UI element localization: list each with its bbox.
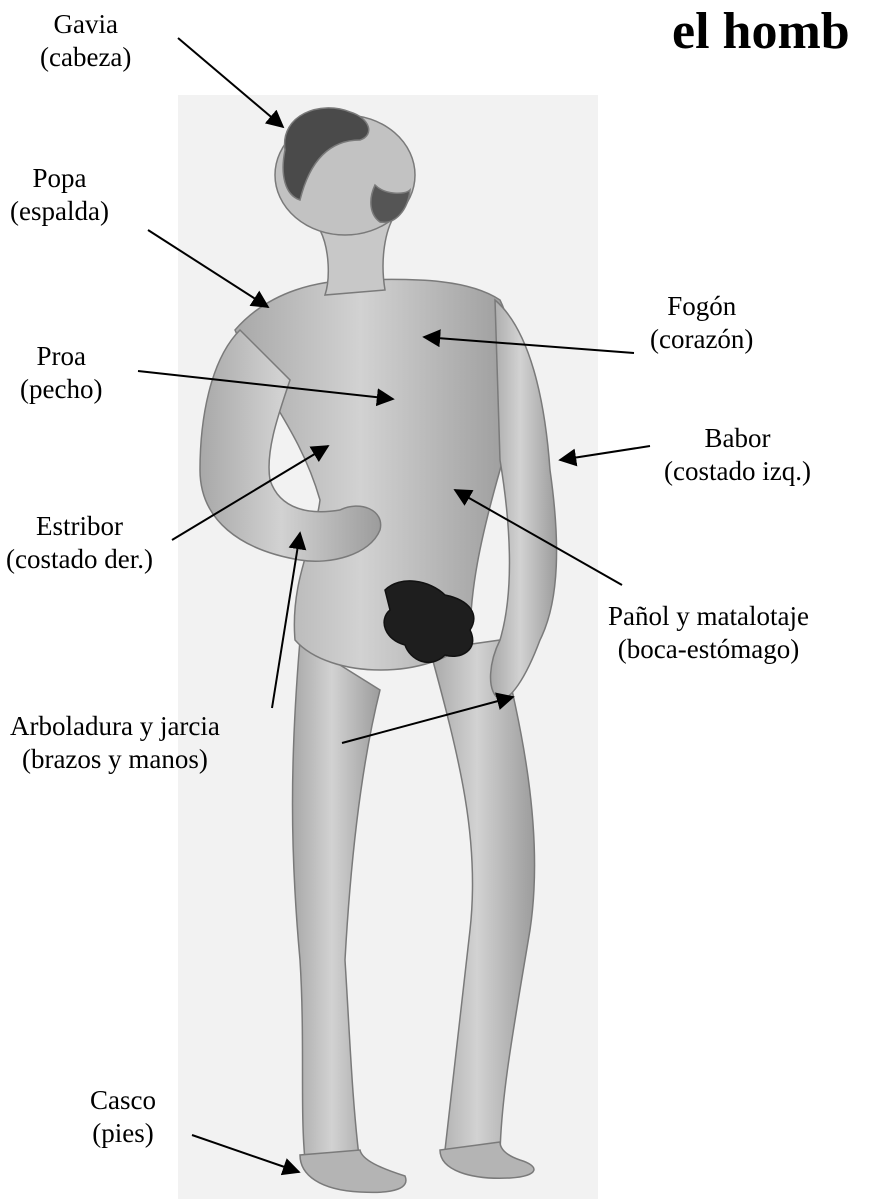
label-proa: Proa (pecho) <box>20 340 102 406</box>
label-estribor: Estribor (costado der.) <box>6 510 153 576</box>
label-name: Estribor <box>6 510 153 543</box>
label-part: (brazos y manos) <box>10 743 220 776</box>
label-popa: Popa (espalda) <box>10 162 109 228</box>
label-part: (pies) <box>90 1117 156 1150</box>
label-casco: Casco (pies) <box>90 1084 156 1150</box>
label-name: Popa <box>10 162 109 195</box>
label-part: (corazón) <box>650 323 753 356</box>
label-part: (cabeza) <box>40 41 131 74</box>
label-fogon: Fogón (corazón) <box>650 290 753 356</box>
label-name: Casco <box>90 1084 156 1117</box>
label-name: Babor <box>664 422 811 455</box>
label-name: Proa <box>20 340 102 373</box>
label-arboladura: Arboladura y jarcia (brazos y manos) <box>10 710 220 776</box>
label-name: Gavia <box>40 8 131 41</box>
label-gavia: Gavia (cabeza) <box>40 8 131 74</box>
label-part: (boca-estómago) <box>608 633 809 666</box>
label-panol: Pañol y matalotaje (boca-estómago) <box>608 600 809 666</box>
label-part: (espalda) <box>10 195 109 228</box>
label-part: (pecho) <box>20 373 102 406</box>
title: el homb <box>672 2 850 61</box>
label-part: (costado izq.) <box>664 455 811 488</box>
label-babor: Babor (costado izq.) <box>664 422 811 488</box>
label-name: Pañol y matalotaje <box>608 600 809 633</box>
label-name: Fogón <box>650 290 753 323</box>
label-name: Arboladura y jarcia <box>10 710 220 743</box>
label-part: (costado der.) <box>6 543 153 576</box>
